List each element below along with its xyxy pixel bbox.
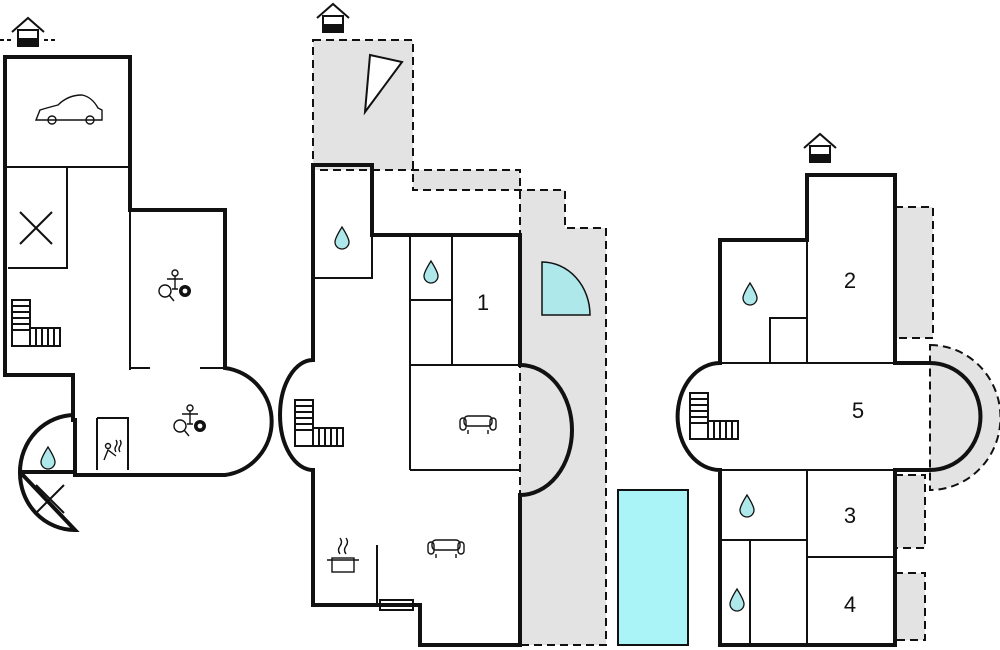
stairs-icon (689, 392, 739, 440)
room-label-3: 3 (844, 503, 856, 528)
triangle-terrace (363, 53, 404, 116)
door-icon (541, 261, 591, 316)
sofa-icon (459, 415, 497, 435)
terrace-right-round (929, 343, 1000, 492)
building-middle: 1 (278, 163, 591, 647)
sauna-icon (103, 439, 122, 461)
water-drop-icon (742, 282, 758, 306)
room-label-1: 1 (477, 290, 489, 315)
room-label-5: 5 (852, 398, 864, 423)
terrace-right-bottom (894, 572, 926, 641)
table-tennis-icon (158, 269, 192, 302)
kitchen-pot-icon (327, 537, 359, 573)
stairs-icon (294, 399, 344, 447)
car-icon (34, 94, 103, 125)
building-left (3, 55, 274, 533)
water-drop-icon (729, 588, 745, 612)
terrace-right-mid (894, 474, 926, 549)
water-drop-icon (739, 494, 755, 518)
sofa-icon (427, 539, 465, 559)
terrace-right-top (894, 206, 934, 339)
room-label-2: 2 (844, 268, 856, 293)
billiards-icon (173, 404, 207, 437)
house-entrance-icon (803, 133, 837, 163)
stairs-icon (11, 299, 61, 347)
water-drop-icon (334, 226, 350, 250)
pool (617, 489, 689, 646)
water-drop-icon (40, 446, 56, 470)
building-right: 2 5 3 4 (675, 173, 983, 647)
house-entrance-icon (11, 17, 45, 47)
storage-x-icon (19, 211, 65, 514)
water-drop-icon (423, 260, 439, 284)
house-entrance-icon (316, 3, 350, 33)
room-label-4: 4 (844, 592, 856, 617)
